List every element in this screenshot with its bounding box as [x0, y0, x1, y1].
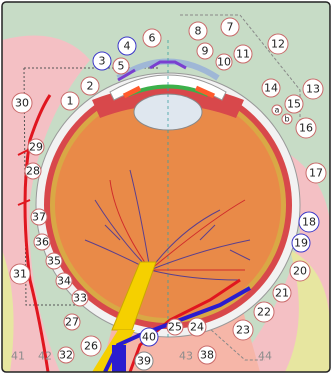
- bottom-label-44: 44: [258, 350, 272, 363]
- callout-number: 33: [73, 292, 87, 305]
- callout-number: 4: [124, 40, 131, 53]
- callout-35: 35: [46, 253, 62, 269]
- callout-6: 6: [143, 29, 161, 47]
- callout-13: 13: [303, 79, 323, 99]
- callout-10: 10: [216, 54, 232, 70]
- callout-number: 1: [67, 95, 74, 108]
- callout-number: 29: [29, 141, 43, 154]
- callout-12: 12: [268, 34, 288, 54]
- callout-number: 10: [217, 56, 231, 69]
- callout-number: 31: [13, 268, 27, 281]
- callout-number: 21: [275, 287, 289, 300]
- callout-number: 26: [84, 340, 98, 353]
- callout-23: 23: [233, 320, 253, 340]
- callout-number: 25: [168, 321, 182, 334]
- callout-number: 3: [99, 55, 106, 68]
- callout-number: 35: [47, 255, 61, 268]
- callout-number: 18: [302, 216, 316, 229]
- callout-5: 5: [113, 58, 129, 74]
- callout-number: 2: [87, 80, 94, 93]
- callout-3: 3: [93, 52, 111, 70]
- callout-number: 17: [309, 167, 323, 180]
- callout-38: 38: [198, 346, 216, 364]
- callout-number: 9: [202, 45, 209, 58]
- callout-1: 1: [61, 92, 79, 110]
- callout-24: 24: [188, 318, 206, 336]
- callout-number: 6: [149, 32, 156, 45]
- callout-4: 4: [118, 37, 136, 55]
- callout-number: 30: [15, 97, 29, 110]
- callout-14: 14: [262, 79, 280, 97]
- callout-a: a: [272, 105, 282, 115]
- callout-20: 20: [290, 261, 310, 281]
- vein-trunk: [112, 345, 126, 372]
- callout-33: 33: [72, 290, 88, 306]
- callout-number: 37: [32, 211, 46, 224]
- callout-15: 15: [285, 95, 303, 113]
- callout-number: 24: [190, 321, 204, 334]
- callout-number: 23: [236, 324, 250, 337]
- callout-number: 28: [26, 165, 40, 178]
- callout-number: 22: [257, 306, 271, 319]
- callout-number: 39: [137, 355, 151, 368]
- callout-number: a: [275, 106, 280, 115]
- bottom-label-43: 43: [179, 350, 193, 363]
- callout-number: 36: [35, 236, 49, 249]
- callout-number: 15: [287, 98, 301, 111]
- callout-40: 40: [140, 328, 158, 346]
- callout-28: 28: [25, 163, 41, 179]
- callout-number: 11: [236, 48, 250, 61]
- callout-number: 32: [59, 349, 73, 362]
- callout-27: 27: [64, 314, 80, 330]
- callout-number: 13: [306, 83, 320, 96]
- callout-number: 38: [200, 349, 214, 362]
- callout-number: 12: [271, 38, 285, 51]
- callout-19: 19: [292, 234, 310, 252]
- callout-34: 34: [56, 273, 72, 289]
- callout-8: 8: [189, 22, 207, 40]
- callout-7: 7: [221, 18, 239, 36]
- callout-31: 31: [10, 264, 30, 284]
- callout-11: 11: [234, 45, 252, 63]
- callout-16: 16: [296, 118, 316, 138]
- callout-number: 5: [118, 60, 125, 73]
- callout-17: 17: [306, 163, 326, 183]
- callout-number: 14: [264, 82, 278, 95]
- callout-26: 26: [81, 336, 101, 356]
- callout-number: 19: [294, 237, 308, 250]
- callout-b: b: [282, 114, 292, 124]
- callout-number: 8: [195, 25, 202, 38]
- callout-36: 36: [34, 234, 50, 250]
- callout-number: 16: [299, 122, 313, 135]
- callout-32: 32: [58, 347, 74, 363]
- callout-30: 30: [12, 93, 32, 113]
- callout-39: 39: [135, 352, 153, 370]
- callout-number: 20: [293, 265, 307, 278]
- callout-number: 27: [65, 316, 79, 329]
- callout-37: 37: [31, 209, 47, 225]
- callout-29: 29: [28, 139, 44, 155]
- callout-25: 25: [167, 319, 183, 335]
- callout-21: 21: [273, 284, 291, 302]
- callout-22: 22: [254, 302, 274, 322]
- callout-number: 7: [227, 21, 234, 34]
- callout-number: b: [284, 115, 289, 124]
- bottom-label-41: 41: [11, 350, 25, 363]
- bottom-label-42: 42: [38, 350, 52, 363]
- callout-9: 9: [197, 43, 213, 59]
- callout-number: 34: [57, 275, 71, 288]
- callout-number: 40: [142, 331, 156, 344]
- callout-2: 2: [81, 77, 99, 95]
- callout-18: 18: [299, 212, 319, 232]
- anatomy-illustration: [2, 2, 330, 372]
